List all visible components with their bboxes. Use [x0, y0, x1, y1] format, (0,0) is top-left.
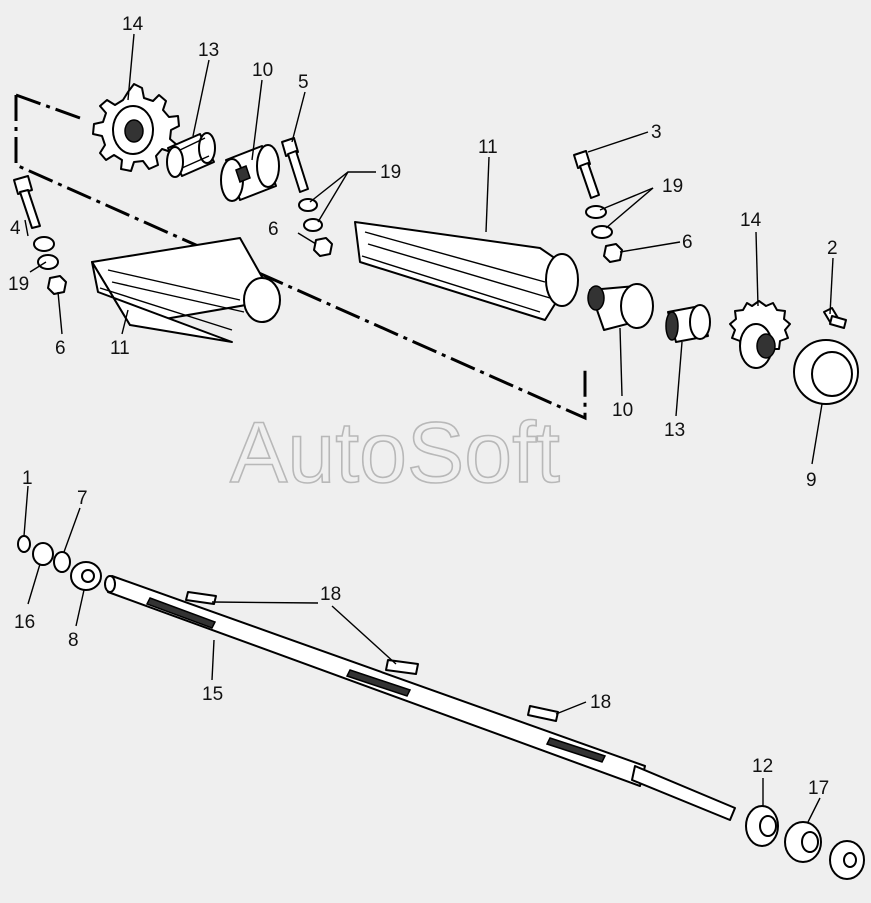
bolt-5 [281, 137, 309, 193]
bolt-4-assembly [13, 175, 67, 295]
sprocket-right [729, 300, 791, 369]
part-label-6-middle: 6 [268, 219, 279, 240]
coupling-10-right [587, 283, 654, 331]
part-label-4: 4 [10, 218, 21, 239]
washers-19-right [585, 205, 623, 263]
part-label-18-top: 18 [320, 584, 341, 605]
bushing-13-left [166, 132, 216, 178]
bearings-right [745, 805, 865, 880]
rail-11-left [91, 237, 281, 343]
coupling-10-left [220, 144, 280, 202]
rail-11-middle [354, 221, 579, 321]
part-label-14-right: 14 [740, 210, 762, 231]
part-label-10-left: 10 [252, 60, 273, 81]
part-label-1: 1 [22, 468, 33, 489]
part-label-19-middle: 19 [380, 162, 401, 183]
keys-18 [185, 591, 559, 722]
sprocket-left [92, 83, 180, 172]
part-label-10-right: 10 [612, 400, 633, 421]
shaft-15 [104, 575, 736, 821]
leader-lines [23, 33, 834, 823]
part-label-12: 12 [752, 756, 773, 777]
part-label-6-right: 6 [682, 232, 693, 253]
part-label-14-left: 14 [122, 14, 144, 35]
part-label-7: 7 [77, 488, 88, 509]
part-label-13-left: 13 [198, 40, 219, 61]
washers-19-middle [298, 198, 333, 257]
part-label-11-top: 11 [478, 137, 498, 158]
part-label-15: 15 [202, 684, 223, 705]
watermark-text: AutoSoft [230, 405, 560, 501]
part-label-19-right: 19 [662, 176, 683, 197]
part-label-19-left: 19 [8, 274, 29, 295]
part-label-17: 17 [808, 778, 829, 799]
bolt-3 [573, 150, 600, 199]
shaft-end-parts-left [17, 535, 102, 591]
part-label-13-right: 13 [664, 420, 685, 441]
part-label-9: 9 [806, 470, 817, 491]
screw-2 [823, 307, 847, 329]
part-label-11-bottom: 11 [110, 338, 130, 359]
bushing-13-right [665, 304, 711, 343]
part-label-3: 3 [651, 122, 662, 143]
flange-9 [793, 339, 859, 405]
assembly-axis-lines [14, 93, 587, 421]
part-label-6-left: 6 [55, 338, 66, 359]
part-labels: 14 13 10 5 19 11 3 19 6 14 2 4 6 19 6 11… [8, 14, 838, 799]
part-label-2: 2 [827, 238, 838, 259]
part-label-16: 16 [14, 612, 35, 633]
part-label-18-right: 18 [590, 692, 611, 713]
part-label-5: 5 [298, 72, 309, 93]
part-label-8: 8 [68, 630, 79, 651]
